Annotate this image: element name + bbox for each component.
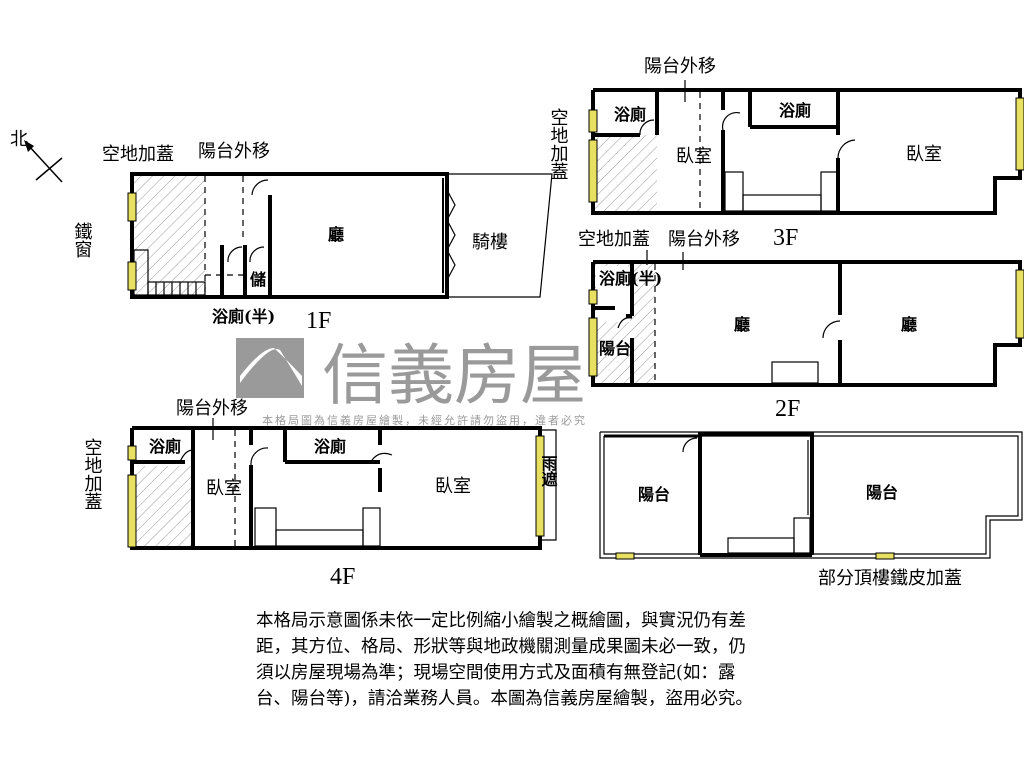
label-living-2f-1: 廳 — [734, 315, 750, 334]
roof-floor: 陽台 陽台 部分頂樓鐵皮加蓋 — [599, 431, 1023, 589]
label-bedroom-4f-1: 臥室 — [206, 478, 242, 499]
floor-label-4f: 4F — [330, 564, 355, 590]
floor-label-2f: 2F — [775, 396, 800, 422]
label-balcony-moved-4f: 陽台外移 — [176, 398, 248, 419]
watermark: 信義房屋 本格局圖為信義房屋繪製，未經允許請勿盜用，違者必究 — [236, 337, 587, 427]
label-balcony-moved-3f: 陽台外移 — [644, 56, 716, 77]
floor-4f: 陽台外移 空地加蓋 浴廁 浴廁 臥室 臥室 雨遮 4F — [82, 398, 558, 590]
disclaimer-line: 本格局示意圖係未依一定比例縮小繪製之概繪圖，與實況仍有差 — [256, 611, 746, 631]
label-awning: 雨遮 — [539, 455, 558, 487]
label-bath-4f-1: 浴廁 — [149, 437, 181, 456]
awning — [535, 435, 545, 537]
disclaimer-line: 距，其方位、格局、形狀等與地政機關測量成果圖未必一致，仍 — [256, 637, 746, 657]
stairs — [133, 249, 206, 296]
disclaimer-line: 台、陽台等)，請洽業務人員。本圖為信義房屋繪製，盜用必究。 — [256, 689, 753, 709]
label-bath-3f-2: 浴廁 — [779, 101, 811, 120]
label-bedroom-4f-2: 臥室 — [435, 476, 471, 497]
label-bath-3f-1: 浴廁 — [614, 105, 646, 124]
disclaimer-text: 本格局示意圖係未依一定比例縮小繪製之概繪圖，與實況仍有差 距，其方位、格局、形狀… — [256, 608, 866, 712]
label-iron-window: 鐵窗 — [72, 222, 93, 258]
label-bath-half-1f: 浴廁(半) — [212, 307, 275, 326]
iron-window — [127, 192, 137, 222]
iron-window — [127, 261, 137, 291]
stairs — [254, 507, 381, 547]
label-bath-half-2f: 浴廁(半) — [599, 269, 662, 288]
floor-2f: 空地加蓋 陽台外移 浴廁(半) 陽台 廳 廳 2F — [578, 229, 1024, 422]
label-balcony-moved-1f: 陽台外移 — [198, 141, 270, 162]
label-living-1f: 廳 — [328, 225, 344, 244]
watermark-brand: 信義房屋 — [322, 337, 586, 414]
label-open-land-3f: 空地加蓋 — [548, 108, 569, 180]
label-roof-balcony-2: 陽台 — [866, 483, 898, 502]
floor-label-1f: 1F — [306, 308, 331, 334]
label-open-land-2f: 空地加蓋 — [578, 229, 650, 250]
label-balcony-moved-2f: 陽台外移 — [668, 229, 740, 250]
label-roof-note: 部分頂樓鐵皮加蓋 — [818, 568, 962, 589]
stairs — [724, 171, 839, 212]
label-storage: 儲 — [249, 270, 266, 289]
label-bedroom-3f-1: 臥室 — [676, 146, 712, 167]
label-bath-4f-2: 浴廁 — [314, 437, 346, 456]
north-arrow-icon — [27, 144, 63, 183]
stairs — [727, 537, 795, 554]
north-compass: 北 — [10, 129, 63, 183]
floor-1f: 空地加蓋 陽台外移 鐵窗 廳 騎樓 儲 浴廁(半) 1F — [72, 141, 553, 334]
label-bedroom-3f-2: 臥室 — [906, 144, 942, 165]
watermark-notice: 本格局圖為信義房屋繪製，未經允許請勿盜用，違者必究 — [262, 413, 587, 427]
floor-label-3f: 3F — [773, 225, 798, 251]
label-open-land-4f: 空地加蓋 — [82, 438, 103, 510]
floor-3f: 陽台外移 空地加蓋 浴廁 浴廁 臥室 臥室 3F — [548, 56, 1024, 251]
north-label: 北 — [10, 129, 28, 150]
label-living-2f-2: 廳 — [901, 315, 917, 334]
disclaimer-line: 須以房屋現場為準；現場空間使用方式及面積有無登記(如：露 — [256, 663, 736, 683]
label-arcade: 騎樓 — [472, 232, 508, 253]
stairs — [771, 361, 819, 384]
label-open-land-1f: 空地加蓋 — [102, 144, 174, 165]
label-roof-balcony-1: 陽台 — [638, 485, 670, 504]
label-balcony-2f: 陽台 — [599, 339, 631, 358]
